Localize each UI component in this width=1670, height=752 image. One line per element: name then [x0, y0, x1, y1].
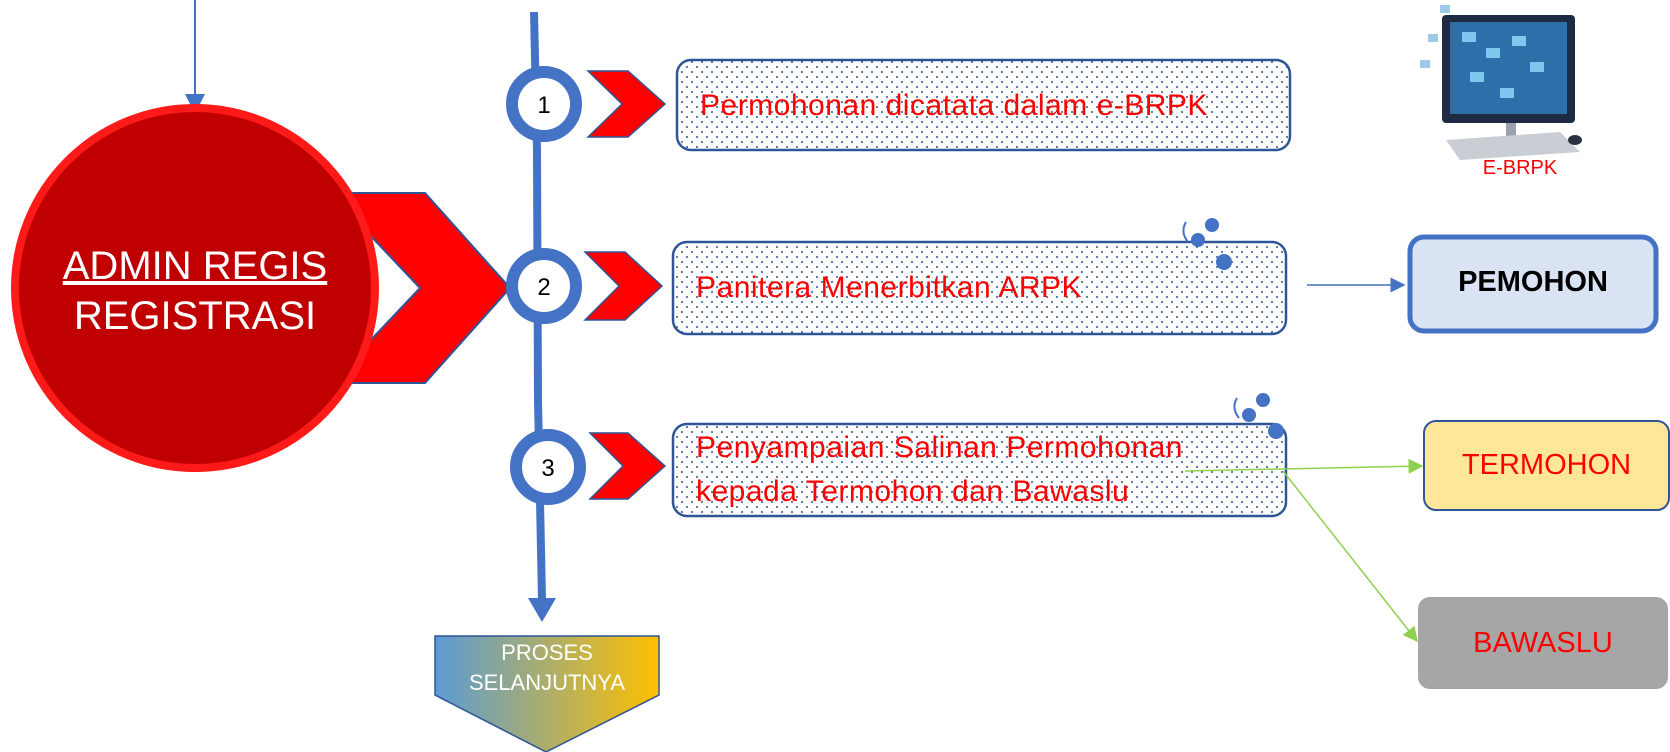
step-chevron-1	[586, 70, 667, 138]
admin-title: ADMIN REGIS	[62, 244, 328, 288]
next-process-line1: PROSES	[501, 640, 593, 665]
arrow-to-bawaslu	[1282, 470, 1418, 643]
step-chevron-2	[583, 251, 664, 321]
step-1-text: Permohonan dicatata dalam e-BRPK	[700, 89, 1208, 122]
step-box-3	[671, 422, 1288, 518]
gear-icon-2	[1233, 393, 1284, 439]
gear-icon-1	[1182, 218, 1232, 270]
admin-circle	[11, 104, 379, 472]
step-chevron-3	[588, 432, 667, 500]
step-3-text-line2: kepada Termohon dan Bawaslu	[696, 475, 1130, 508]
step-number-3: 3	[541, 455, 555, 482]
pemohon-box	[1407, 234, 1659, 334]
step-circle-1	[506, 66, 582, 142]
timeline-arrowhead	[528, 598, 556, 622]
bawaslu-label: BAWASLU	[1473, 627, 1613, 659]
ebrpk-label: E-BRPK	[1482, 157, 1558, 179]
admin-chevron	[327, 192, 512, 384]
step-box-1	[675, 58, 1292, 152]
bawaslu-box	[1418, 597, 1668, 689]
step-number-1: 1	[537, 92, 551, 119]
step-number-2: 2	[537, 274, 551, 301]
termohon-label: TERMOHON	[1461, 449, 1632, 481]
step-2-text: Panitera Menerbitkan ARPK	[696, 271, 1083, 304]
computer-icon	[1420, 5, 1582, 160]
termohon-box	[1423, 420, 1670, 511]
next-process-line2: SELANJUTNYA	[468, 670, 626, 695]
arrow-to-termohon	[1184, 458, 1424, 474]
step-circle-3	[510, 429, 586, 505]
step-circle-2	[506, 248, 582, 324]
next-process-shape	[434, 635, 660, 752]
pemohon-label: PEMOHON	[1458, 266, 1608, 298]
step-3-text-line1: Penyampaian Salinan Permohonan	[696, 431, 1183, 464]
step-box-2	[671, 240, 1288, 336]
admin-subtitle: REGISTRASI	[73, 294, 317, 338]
